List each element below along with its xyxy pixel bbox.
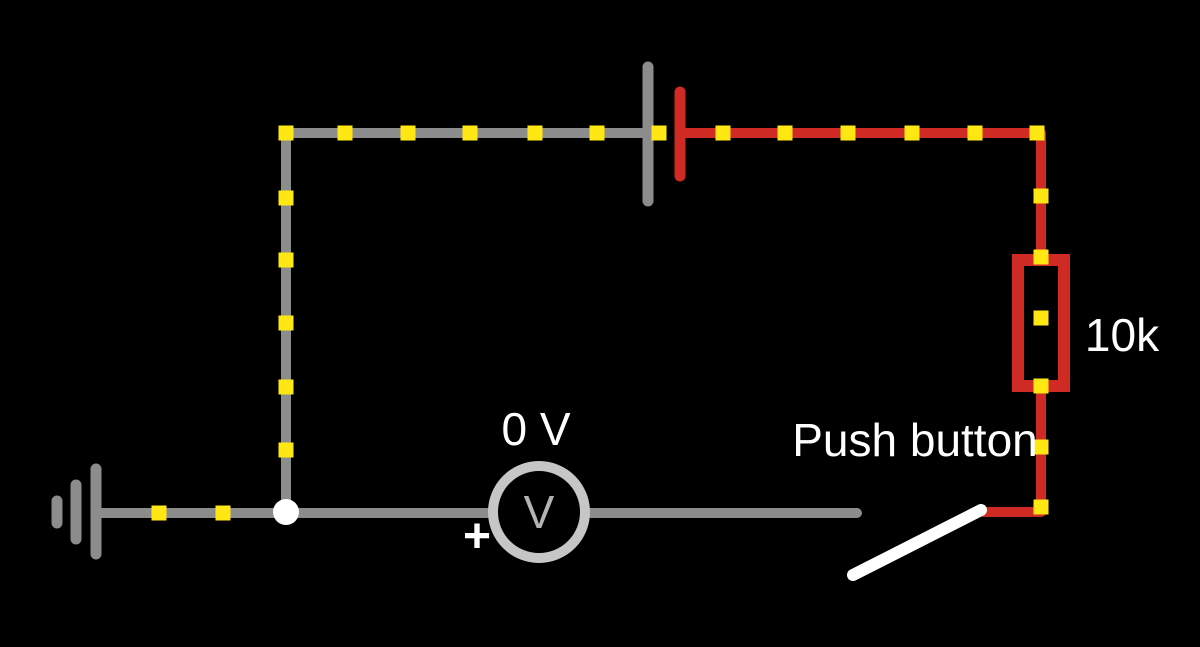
current-dot — [278, 442, 294, 458]
current-dot — [1033, 378, 1049, 394]
current-dot — [840, 125, 856, 141]
push-button-lever[interactable] — [847, 504, 987, 581]
push-button-symbol[interactable]: Push button — [792, 414, 1038, 581]
current-dot — [278, 190, 294, 206]
current-dot — [215, 505, 231, 521]
ground-symbol[interactable] — [51, 463, 102, 560]
current-dot — [904, 125, 920, 141]
current-dot — [1033, 439, 1049, 455]
current-dot — [589, 125, 605, 141]
resistor-label: 10k — [1085, 309, 1160, 361]
current-dot — [1033, 249, 1049, 265]
voltmeter-polarity-plus: + — [463, 510, 491, 563]
wire-positive-top[interactable] — [675, 128, 1046, 266]
junction-node[interactable] — [273, 499, 299, 525]
current-dot — [278, 252, 294, 268]
current-dot — [1029, 125, 1045, 141]
voltmeter-ring — [488, 461, 590, 563]
current-dot — [715, 125, 731, 141]
current-dot — [967, 125, 983, 141]
current-dot — [278, 315, 294, 331]
current-dot — [462, 125, 478, 141]
current-dot — [151, 505, 167, 521]
current-dot — [1033, 310, 1049, 326]
battery-symbol[interactable] — [642, 61, 686, 207]
current-dot — [278, 125, 294, 141]
current-dot — [527, 125, 543, 141]
current-dot — [400, 125, 416, 141]
current-dot — [651, 125, 667, 141]
voltmeter-symbol[interactable]: V + 0 V — [463, 403, 590, 563]
push-button-label: Push button — [792, 414, 1038, 466]
voltmeter-letter: V — [524, 486, 555, 538]
current-dot — [337, 125, 353, 141]
current-dot — [1033, 188, 1049, 204]
voltmeter-reading: 0 V — [501, 403, 570, 455]
current-dot — [278, 379, 294, 395]
current-dot — [1033, 499, 1049, 515]
wire-left-and-top[interactable] — [281, 128, 653, 518]
current-dots — [151, 125, 1049, 521]
current-dot — [777, 125, 793, 141]
